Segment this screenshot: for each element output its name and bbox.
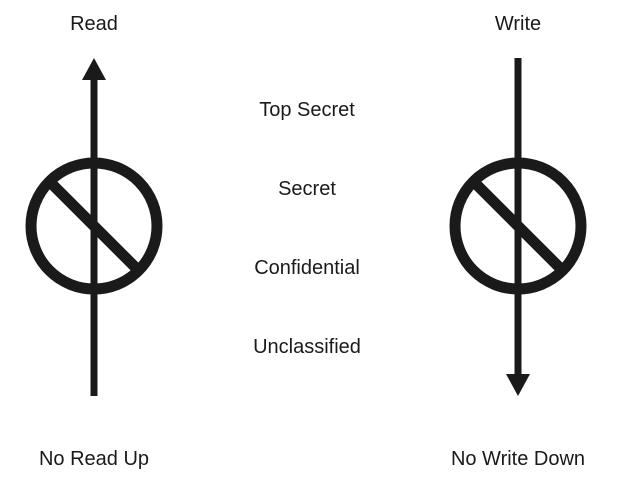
right-prohibited-icon: [449, 157, 587, 295]
no-write-down-caption: No Write Down: [450, 448, 586, 470]
level-secret: Secret: [278, 178, 336, 200]
read-up-arrow: [82, 58, 106, 396]
level-unclassified: Unclassified: [253, 336, 361, 358]
level-confidential: Confidential: [254, 257, 360, 279]
level-top-secret: Top Secret: [259, 99, 355, 121]
left-prohibited-icon: [25, 157, 163, 295]
no-read-up-caption: No Read Up: [38, 448, 150, 470]
write-down-arrow: [506, 58, 530, 396]
write-header: Write: [494, 13, 542, 35]
read-header: Read: [70, 13, 118, 35]
